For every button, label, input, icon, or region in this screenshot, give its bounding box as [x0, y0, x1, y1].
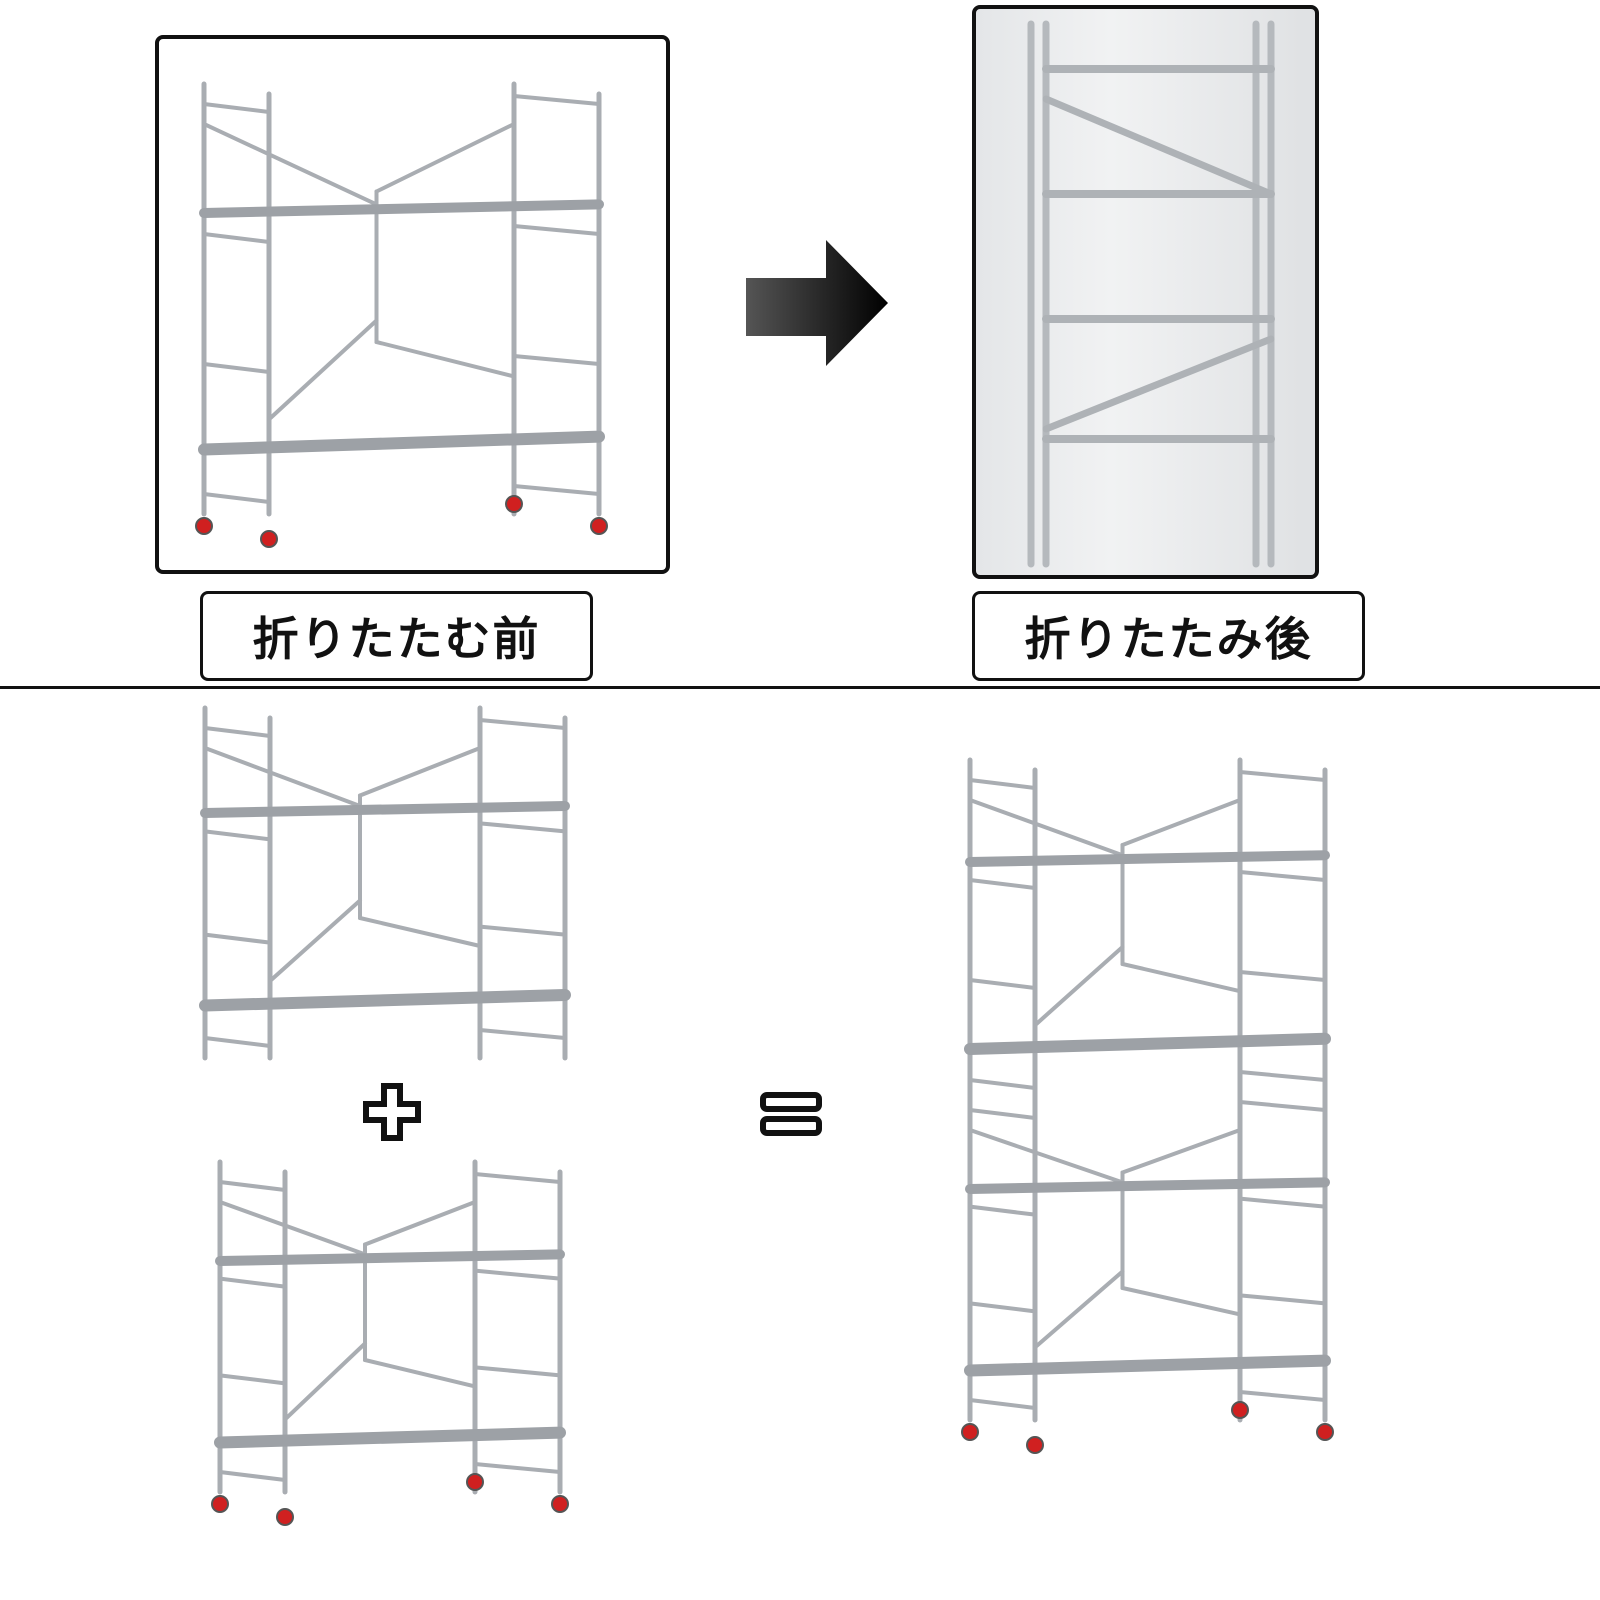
frame-tube [968, 1078, 1037, 1090]
frame-tube [512, 354, 601, 366]
frame-tube [358, 746, 482, 798]
frame-tube [964, 1354, 1331, 1377]
before-folding-label: 折りたたむ前 [200, 591, 593, 681]
frame-tube [1042, 95, 1275, 198]
caster-wheel-icon [466, 1473, 484, 1491]
scaffold-unfolded-image [195, 81, 608, 548]
caster-wheel-icon [195, 517, 213, 535]
frame-tube [478, 821, 567, 834]
caster-wheel-icon [1026, 1436, 1044, 1454]
caster-wheel-icon [260, 530, 278, 548]
frame-tube [478, 1028, 567, 1040]
scaffold-upper-unit-image [199, 705, 571, 1061]
frame-tube [473, 1462, 562, 1474]
frame-tube [374, 340, 516, 379]
frame-tube [968, 978, 1037, 990]
frame-tube [283, 1341, 367, 1422]
frame-tube [358, 916, 482, 948]
frame-tube [1120, 798, 1242, 847]
frame-tube [199, 989, 571, 1012]
frame-tube [202, 122, 379, 207]
frame-tube [203, 829, 272, 842]
frame-tube [1033, 1269, 1125, 1350]
scaffold-folded-image [1027, 20, 1275, 568]
frame-tube [478, 718, 567, 730]
frame-tube [218, 1373, 287, 1386]
caster-wheel-icon [505, 495, 523, 513]
frame-tube [202, 232, 271, 244]
frame-tube [512, 224, 601, 236]
frame-tube [473, 1365, 562, 1378]
frame-tube [203, 1036, 272, 1048]
frame-tube [1120, 962, 1242, 994]
frame-tube [1238, 970, 1327, 982]
frame-tube [968, 1204, 1037, 1217]
caster-wheel-icon [276, 1508, 294, 1526]
frame-tube [267, 318, 379, 422]
frame-tube [203, 726, 272, 738]
frame-tube [202, 362, 271, 374]
plus-icon [363, 1083, 421, 1141]
frame-tube [968, 1301, 1037, 1314]
frame-tube [1238, 1070, 1327, 1082]
frame-tube [965, 850, 1330, 867]
frame-tube [968, 798, 1125, 858]
frame-tube [965, 1177, 1330, 1194]
frame-tube [1238, 870, 1327, 882]
frame-tube [473, 1172, 562, 1184]
frame-tube [215, 1249, 565, 1266]
after-folding-photo-frame [972, 5, 1319, 579]
frame-tube [1120, 1286, 1242, 1317]
frame-tube [218, 1276, 287, 1289]
frame-tube [968, 1108, 1037, 1120]
scaffold-combined-image [961, 757, 1334, 1454]
frame-tube [512, 94, 601, 106]
frame-tube [1238, 1100, 1327, 1112]
frame-tube [363, 1358, 477, 1389]
frame-tube [203, 932, 272, 945]
frame-tube [1238, 1293, 1327, 1306]
frame-tube [203, 746, 362, 808]
scaffold-lower-unit-image [211, 1159, 569, 1526]
frame-tube [968, 1128, 1125, 1185]
caster-wheel-icon [1231, 1401, 1249, 1419]
frame-tube [1238, 770, 1327, 782]
right-arrow-icon [746, 240, 888, 366]
frame-tube [374, 122, 516, 194]
frame-tube [968, 778, 1037, 790]
frame-tube [473, 1268, 562, 1281]
frame-tube [1238, 1390, 1327, 1402]
frame-tube [202, 492, 271, 504]
frame-tube [218, 1200, 367, 1257]
frame-tube [214, 1426, 566, 1449]
frame-tube [363, 1200, 477, 1247]
frame-tube [218, 1180, 287, 1192]
caster-wheel-icon [961, 1423, 979, 1441]
frame-tube [202, 102, 271, 114]
frame-tube [478, 924, 567, 937]
caster-wheel-icon [1316, 1423, 1334, 1441]
frame-tube [268, 898, 362, 983]
after-folding-label: 折りたたみ後 [972, 591, 1365, 681]
caster-wheel-icon [590, 517, 608, 535]
caster-wheel-icon [211, 1495, 229, 1513]
before-folding-image-frame [155, 35, 670, 574]
frame-tube [198, 430, 605, 456]
frame-tube [1120, 1128, 1242, 1175]
frame-tube [1238, 1196, 1327, 1209]
frame-tube [199, 199, 604, 218]
frame-tube [200, 801, 570, 818]
frame-tube [1042, 335, 1275, 433]
frame-tube [1033, 945, 1125, 1028]
section-divider [0, 686, 1600, 689]
caster-wheel-icon [551, 1495, 569, 1513]
frame-tube [968, 1398, 1037, 1410]
frame-tube [512, 484, 601, 496]
frame-tube [964, 1032, 1331, 1055]
frame-tube [218, 1470, 287, 1482]
frame-tube [968, 878, 1037, 890]
equals-icon [760, 1092, 822, 1136]
